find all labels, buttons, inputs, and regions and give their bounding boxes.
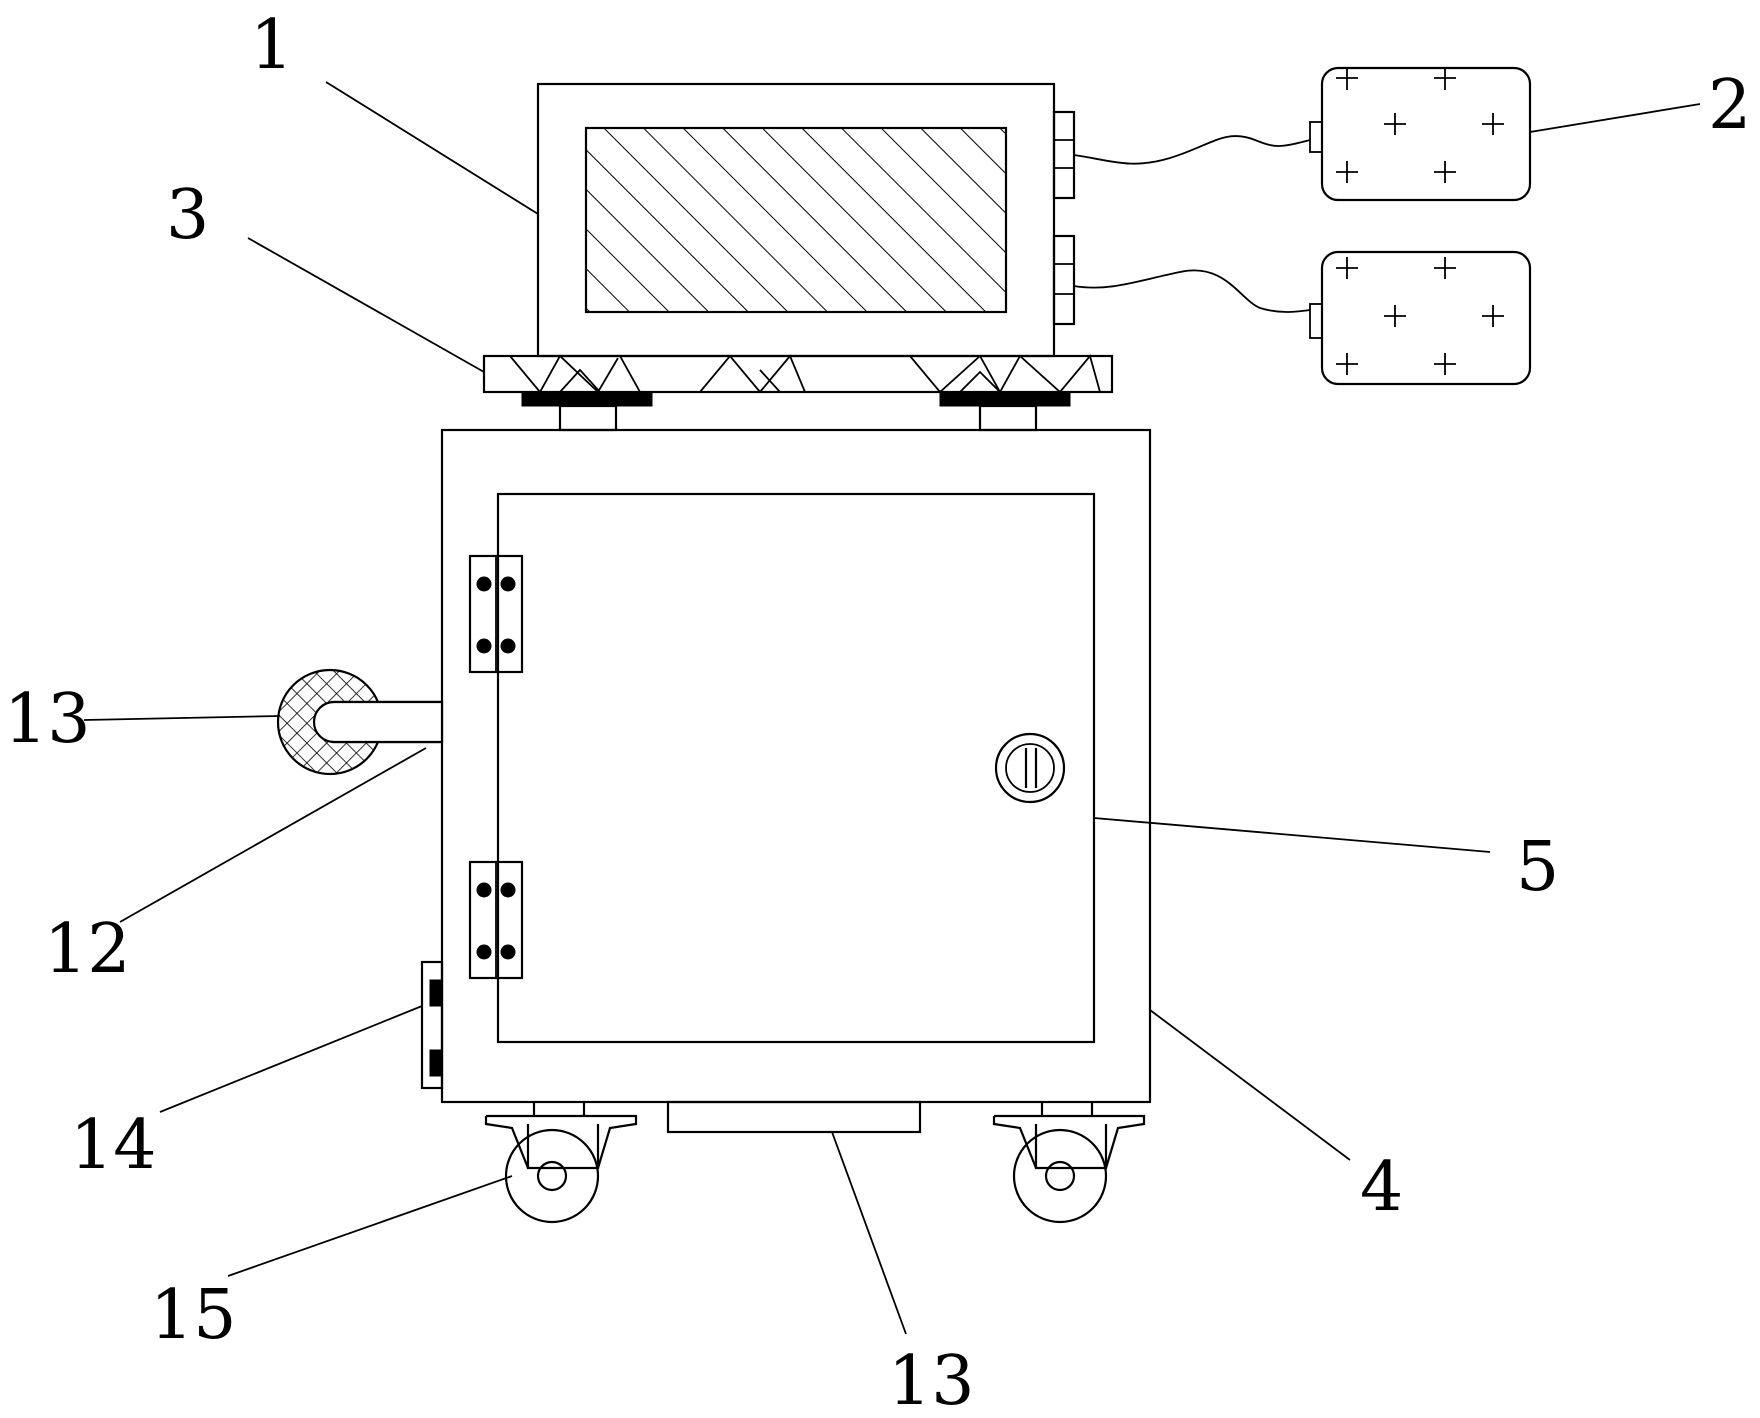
leader-lines [83,81,1701,1335]
label-15: 15 [150,1276,237,1355]
leader-2 [1529,103,1701,133]
leader-14 [159,1005,423,1113]
mounting-plate [482,354,1114,432]
caster-right [992,1102,1146,1224]
electrode-pad-lower [1309,250,1532,386]
label-1: 1 [250,6,293,85]
hinge-bottom [468,860,524,980]
plus-marks-upper [1336,68,1504,183]
side-box [420,960,444,1090]
label-5: 5 [1516,828,1559,907]
side-handle [276,668,444,776]
leader-12 [119,747,427,923]
label-3: 3 [166,176,209,255]
cable-lower [1073,269,1311,313]
cabinet-body [440,428,1152,1104]
display-screen [584,126,1008,314]
caster-left [484,1102,638,1224]
host-unit [536,82,1076,358]
electrode-pad-upper [1309,66,1532,202]
leader-3 [247,237,485,373]
leader-4 [1149,1009,1351,1161]
leader-13-bottom [831,1131,907,1335]
label-12: 12 [44,910,131,989]
label-2: 2 [1708,66,1751,145]
door-lock [994,732,1066,804]
leader-13-left [83,715,281,721]
cabinet-door [496,492,1096,1044]
label-13-left: 13 [4,680,91,759]
plus-marks-lower [1336,257,1504,375]
leader-15 [227,1175,513,1277]
label-13-bottom: 13 [888,1342,975,1418]
cable-upper [1073,135,1311,165]
leader-5 [1093,817,1491,853]
hinge-top [468,554,524,674]
leader-1 [325,81,539,215]
bottom-plate [666,1100,922,1134]
label-14: 14 [70,1106,157,1185]
label-4: 4 [1360,1148,1403,1227]
